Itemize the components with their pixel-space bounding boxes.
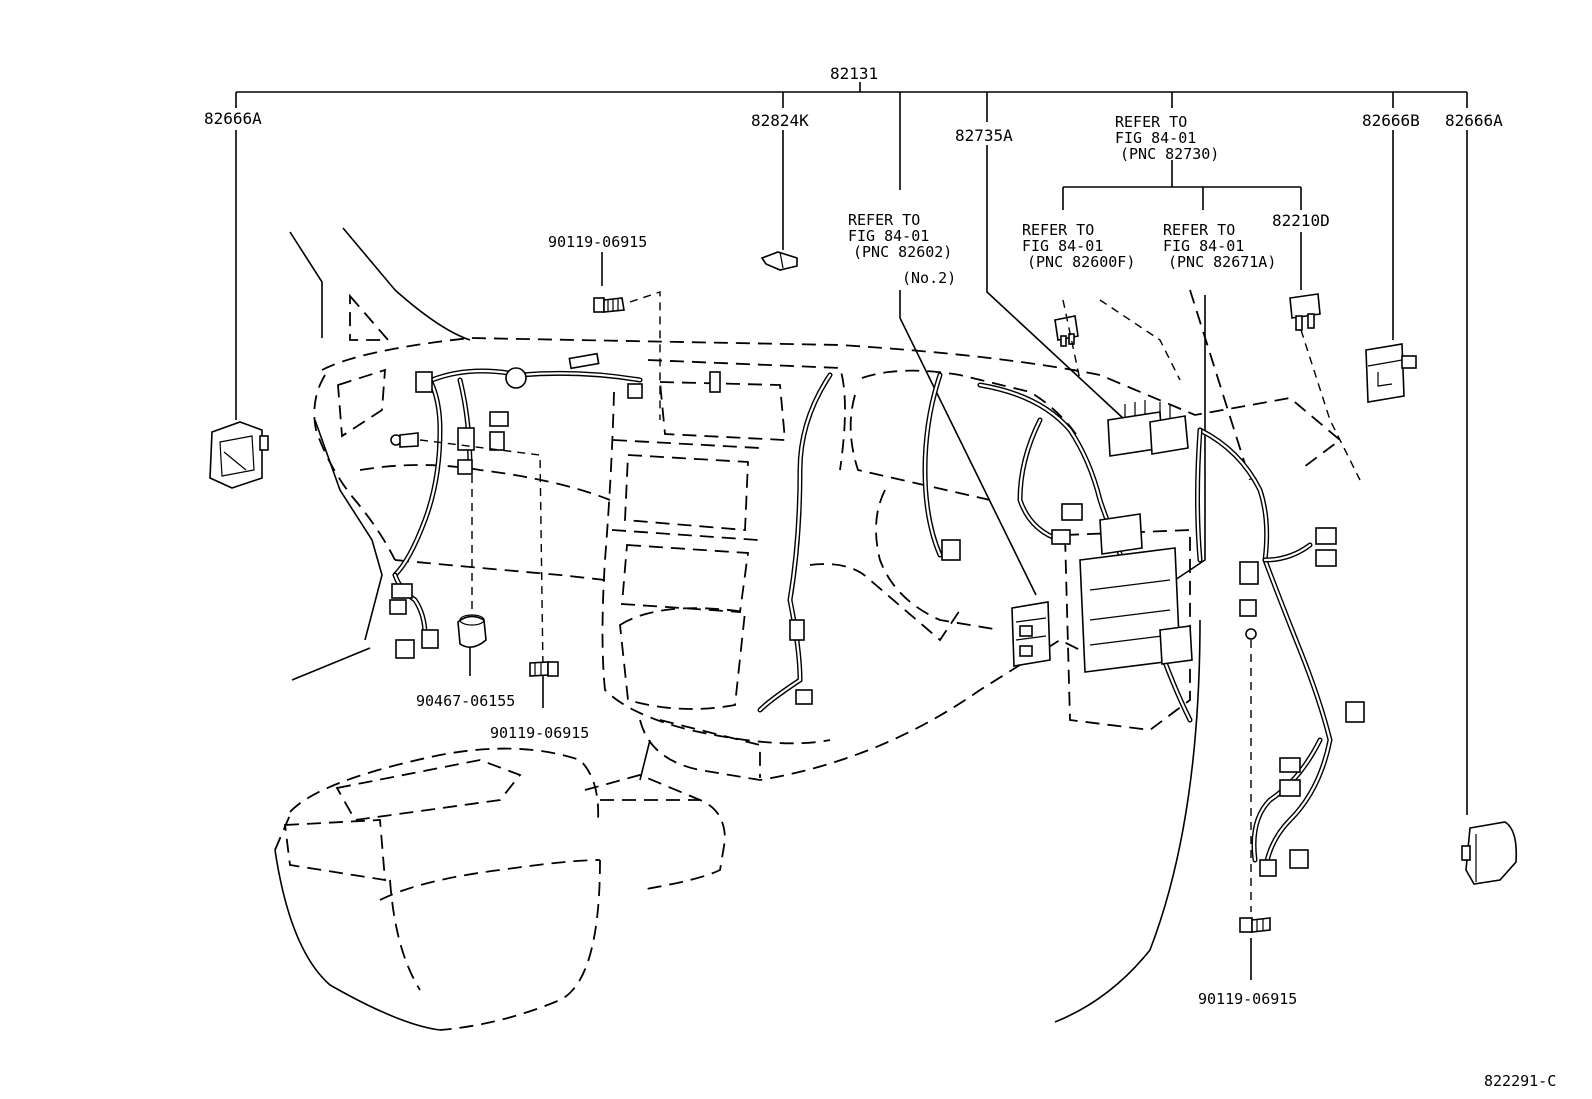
label-refer-82730-line1: REFER TO [1115,113,1187,131]
bolt-left-mount [390,432,544,671]
clip-90467 [457,475,487,648]
label-82666A-left: 82666A [204,109,262,128]
label-82824K: 82824K [751,111,809,130]
label-clip-90467: 90467-06155 [416,692,515,710]
label-82666A-right: 82666A [1445,111,1503,130]
label-refer-82600F-line2: FIG 84-01 [1022,237,1103,255]
label-refer-82671A-line2: FIG 84-01 [1163,237,1244,255]
label-bolt-top: 90119-06915 [548,233,647,251]
label-refer-82600F-line3: (PNC 82600F) [1027,253,1135,271]
label-refer-82602-line2: FIG 84-01 [848,227,929,245]
label-refer-82602-line3: (PNC 82602) [853,243,952,261]
grommet-82666A-left [209,421,269,489]
label-refer-82730-line3: (PNC 82730) [1120,145,1219,163]
harness-connectors [389,352,1365,877]
grommet-82666A-right [1461,821,1518,885]
switch-82600F [1054,315,1079,347]
relay-82666B [1365,343,1417,403]
label-bolt-bottom-left: 90119-06915 [490,724,589,742]
wire-harness [392,368,1333,873]
label-82735A: 82735A [955,126,1013,145]
label-82666B: 82666B [1362,111,1420,130]
relay-block-82602 [1011,601,1051,667]
junction-block [1079,513,1193,673]
label-refer-82671A-line1: REFER TO [1163,221,1235,239]
installation-leaders [1062,299,1361,481]
bolt-top [593,291,661,420]
instrument-panel-outline [289,227,1342,1023]
label-refer-82602-line4: (No.2) [902,269,956,287]
center-console [274,739,726,1031]
label-bolt-bottom-right: 90119-06915 [1198,990,1297,1008]
components [209,251,1518,933]
clamp-82824K [760,251,798,271]
label-harness-82131: 82131 [830,64,878,83]
connector-block-82735A [1107,400,1189,457]
switch-82210D [1289,293,1321,331]
part-labels: 82131 82666A 82824K 82735A REFER TO FIG … [204,64,1556,1090]
label-82210D: 82210D [1272,211,1330,230]
bolt-bottom-left [529,661,559,677]
label-refer-82671A-line3: (PNC 82671A) [1168,253,1276,271]
bolt-bottom-right [1239,628,1271,933]
figure-code: 822291-C [1484,1072,1556,1090]
label-refer-82602-line1: REFER TO [848,211,920,229]
label-refer-82600F-line1: REFER TO [1022,221,1094,239]
harness-leader-lines [235,82,1468,980]
label-refer-82730-line2: FIG 84-01 [1115,129,1196,147]
